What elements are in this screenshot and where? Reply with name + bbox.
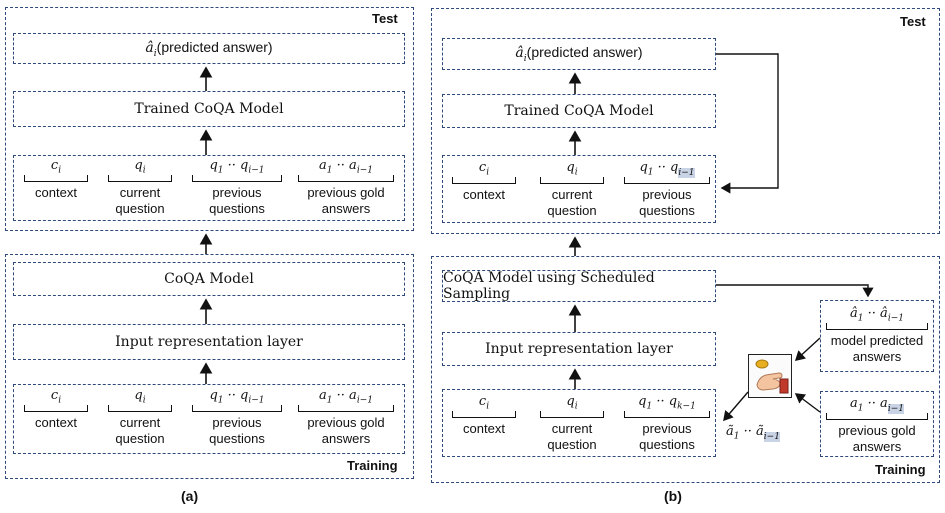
right-predicted-symbol: â	[515, 45, 524, 62]
input-column-label: previous gold answers	[838, 423, 916, 454]
previous-gold-answers-box	[820, 391, 934, 457]
right-training-inputs-box	[442, 389, 716, 457]
input-column-label: previous questions	[209, 415, 265, 446]
left-input-layer-box: Input representation layer	[13, 324, 405, 360]
input-column-label: previous questions	[209, 185, 265, 216]
left-training-panel	[5, 254, 414, 479]
right-test-inputs-box	[442, 155, 716, 223]
right-trained-model-box: Trained CoQA Model	[442, 94, 716, 128]
left-coqa-model-box: CoQA Model	[13, 262, 405, 296]
right-scheduled-model-label: CoQA Model using Scheduled Sampling	[443, 270, 655, 302]
hand-coin-svg	[755, 359, 789, 394]
input-column-label: context	[463, 421, 505, 436]
brace	[108, 405, 172, 412]
arrow-gold-to-coin	[794, 393, 821, 413]
left-test-panel	[5, 7, 414, 231]
input-column-label: current question	[547, 421, 597, 452]
hand-flipping-coin-icon	[748, 354, 792, 398]
input-column-label: current question	[547, 187, 597, 218]
input-column-label: previous questions	[639, 421, 695, 452]
right-test-label: Test	[900, 14, 926, 29]
input-column-label: context	[35, 185, 77, 200]
left-trained-model-label: Trained CoQA Model	[134, 101, 284, 117]
brace	[624, 411, 710, 418]
input-column-label: current question	[115, 185, 165, 216]
brace	[624, 177, 710, 184]
input-column-label: context	[463, 187, 505, 202]
right-training-label: Training	[875, 462, 926, 477]
right-scheduled-model-box: CoQA Model using Scheduled Sampling	[442, 270, 716, 302]
arrow-predicted-feedback	[716, 53, 779, 194]
left-caption: (a)	[181, 488, 199, 504]
left-predicted-answer-box: âi(predicted answer)	[13, 33, 405, 64]
left-trained-model-box: Trained CoQA Model	[13, 91, 405, 127]
input-column-label: model predicted answers	[830, 333, 924, 364]
right-input-layer-box: Input representation layer	[442, 332, 716, 366]
right-input-layer-label: Input representation layer	[485, 341, 673, 357]
brace	[108, 175, 172, 182]
brace	[192, 405, 282, 412]
brace	[192, 175, 282, 182]
right-predicted-answer-box: âi(predicted answer)	[442, 38, 716, 70]
arrow-coin-to-sampled	[723, 391, 749, 422]
brace	[540, 177, 604, 184]
left-input-layer-label: Input representation layer	[115, 334, 303, 350]
input-column-label: current question	[115, 415, 165, 446]
input-column-label: context	[35, 415, 77, 430]
left-predicted-text: (predicted answer)	[156, 38, 273, 55]
right-caption: (b)	[664, 488, 682, 504]
brace	[826, 323, 928, 330]
right-test-panel	[431, 8, 940, 234]
brace	[826, 413, 928, 420]
brace	[540, 411, 604, 418]
input-column-label: previous questions	[639, 187, 695, 218]
left-coqa-model-label: CoQA Model	[164, 271, 254, 287]
sampled-answers: ã1 ·· ãi−1	[726, 424, 780, 442]
input-column-label: previous gold answers	[307, 415, 385, 446]
arrow-model-to-predicted-answers	[716, 284, 874, 298]
arrow-predicted-to-coin	[794, 337, 821, 361]
right-trained-model-label: Trained CoQA Model	[504, 103, 654, 119]
right-training-panel	[431, 256, 940, 483]
left-test-inputs-box	[13, 155, 405, 221]
left-test-label: Test	[372, 11, 398, 26]
brace	[24, 175, 88, 182]
left-training-inputs-box	[13, 384, 405, 454]
brace	[452, 177, 516, 184]
brace	[298, 175, 394, 182]
brace	[452, 411, 516, 418]
brace	[298, 405, 394, 412]
brace	[24, 405, 88, 412]
right-predicted-text: (predicted answer)	[526, 44, 643, 61]
model-predicted-answers-box	[820, 300, 934, 372]
left-training-label: Training	[347, 458, 398, 473]
input-column-label: previous gold answers	[307, 185, 385, 216]
left-predicted-symbol: â	[145, 39, 154, 56]
